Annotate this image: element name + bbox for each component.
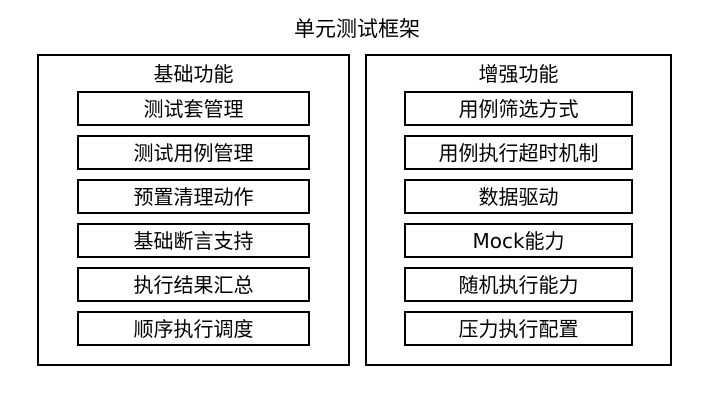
diagram-title: 单元测试框架 bbox=[294, 17, 420, 41]
group-items-enhanced-functions: 用例筛选方式 用例执行超时机制 数据驱动 Mock能力 随机执行能力 压力执行配… bbox=[367, 91, 670, 346]
feature-item: 测试用例管理 bbox=[77, 135, 310, 170]
feature-item: 随机执行能力 bbox=[404, 267, 633, 302]
feature-item: 用例筛选方式 bbox=[404, 91, 633, 126]
feature-item: 顺序执行调度 bbox=[77, 311, 310, 346]
group-header-enhanced-functions: 增强功能 bbox=[478, 62, 559, 86]
feature-item: 基础断言支持 bbox=[77, 223, 310, 258]
feature-item: Mock能力 bbox=[404, 223, 633, 258]
feature-item: 压力执行配置 bbox=[404, 311, 633, 346]
group-header-basic-functions: 基础功能 bbox=[153, 62, 234, 86]
feature-item: 执行结果汇总 bbox=[77, 267, 310, 302]
feature-item: 用例执行超时机制 bbox=[404, 135, 633, 170]
feature-item: 数据驱动 bbox=[404, 179, 633, 214]
feature-item: 预置清理动作 bbox=[77, 179, 310, 214]
group-box-basic-functions: 基础功能 测试套管理 测试用例管理 预置清理动作 基础断言支持 执行结果汇总 顺… bbox=[37, 54, 350, 366]
group-box-enhanced-functions: 增强功能 用例筛选方式 用例执行超时机制 数据驱动 Mock能力 随机执行能力 … bbox=[365, 54, 672, 366]
group-items-basic-functions: 测试套管理 测试用例管理 预置清理动作 基础断言支持 执行结果汇总 顺序执行调度 bbox=[39, 91, 348, 346]
feature-item: 测试套管理 bbox=[77, 91, 310, 126]
